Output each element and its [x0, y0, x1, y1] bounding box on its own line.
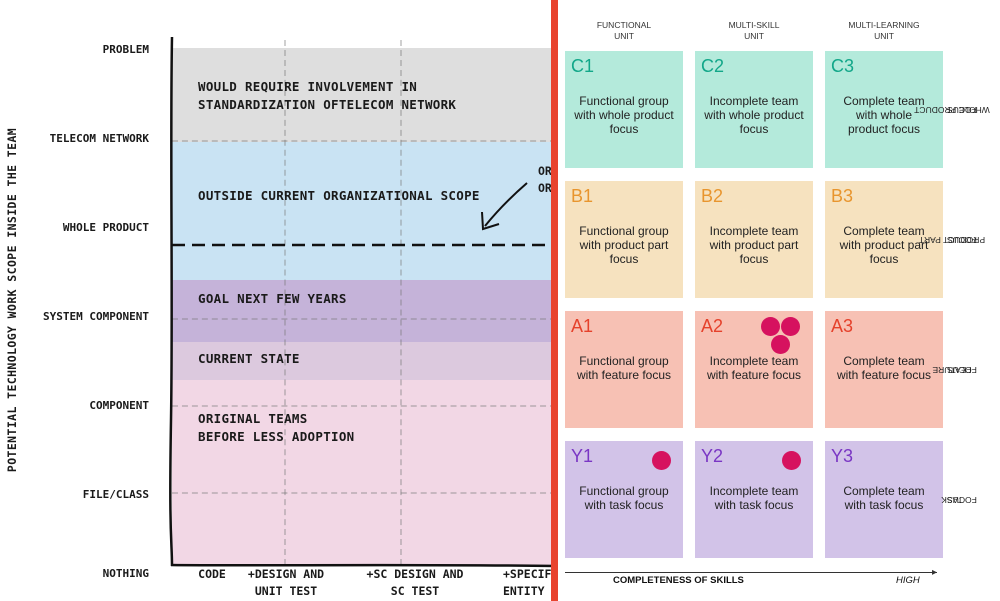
card-code: B2	[701, 186, 724, 206]
skills-axis-high-label: HIGH	[896, 575, 920, 586]
team-dot	[781, 317, 800, 336]
card-code: B3	[831, 186, 854, 206]
card-code: C2	[701, 56, 725, 76]
card-code: C1	[571, 56, 595, 76]
grid-line-horizontal	[172, 405, 556, 407]
band-current-state	[172, 342, 556, 380]
skills-axis-title: COMPLETENESS OF SKILLS	[613, 575, 744, 586]
card-code: Y3	[831, 446, 854, 466]
y-level-system-component: SYSTEM COMPONENT	[43, 310, 149, 323]
y-level-telecom-network: TELECOM NETWORK	[49, 132, 149, 145]
annotation-text: OR OR	[538, 164, 552, 195]
x-level-code: CODE	[198, 567, 226, 581]
scope-chart: POTENTIAL TECHNOLOGY WORK SCOPE INSIDE T…	[5, 36, 556, 598]
y-level-problem: PROBLEM	[102, 43, 149, 56]
team-dot	[771, 335, 790, 354]
band-goal	[172, 280, 556, 342]
x-level-specific-entity: +SPECIFI ENTITY	[503, 567, 556, 598]
card-code: Y2	[701, 446, 724, 466]
y-level-component: COMPONENT	[89, 399, 149, 412]
skills-axis-line	[565, 572, 937, 573]
grid-line-vertical	[284, 40, 286, 565]
card-code: A1	[571, 316, 594, 336]
y-level-file-class: FILE/CLASS	[82, 488, 149, 501]
x-level-sc-design-test: +SC DESIGN AND SC TEST	[366, 567, 464, 598]
chart-axes	[169, 36, 556, 568]
x-level-design-unit-test: +DESIGN AND UNIT TEST	[247, 567, 325, 598]
band-label-outside-scope: OUTSIDE CURRENT ORGANIZATIONAL SCOPE	[198, 188, 480, 203]
band-label-current-state: CURRENT STATE	[198, 351, 300, 366]
divider-line	[551, 0, 558, 601]
team-dot	[761, 317, 780, 336]
y-level-nothing: NOTHING	[102, 567, 149, 580]
y-level-whole-product: WHOLE PRODUCT	[62, 221, 149, 234]
card-code: A2	[701, 316, 724, 336]
card-code: A3	[831, 316, 854, 336]
card-code: C3	[831, 56, 855, 76]
team-dot	[652, 451, 671, 470]
team-dot	[782, 451, 801, 470]
band-label-telecom: WOULD REQUIRE INVOLVEMENT IN STANDARDIZA…	[198, 79, 457, 112]
card-code: Y1	[571, 446, 594, 466]
grid-line-horizontal	[172, 318, 556, 320]
grid-line-vertical	[400, 40, 402, 565]
band-original-teams	[172, 380, 556, 565]
grid-line-horizontal	[172, 140, 556, 142]
band-telecom-standardization	[172, 48, 556, 142]
band-label-original-teams: ORIGINAL TEAMS BEFORE LESS ADOPTION	[198, 411, 355, 444]
grid-line-horizontal	[172, 492, 556, 494]
band-label-goal: GOAL NEXT FEW YEARS	[198, 291, 347, 306]
card-code: B1	[571, 186, 594, 206]
arrow-right-icon: ▸	[932, 567, 938, 578]
band-outside-scope	[172, 142, 556, 280]
